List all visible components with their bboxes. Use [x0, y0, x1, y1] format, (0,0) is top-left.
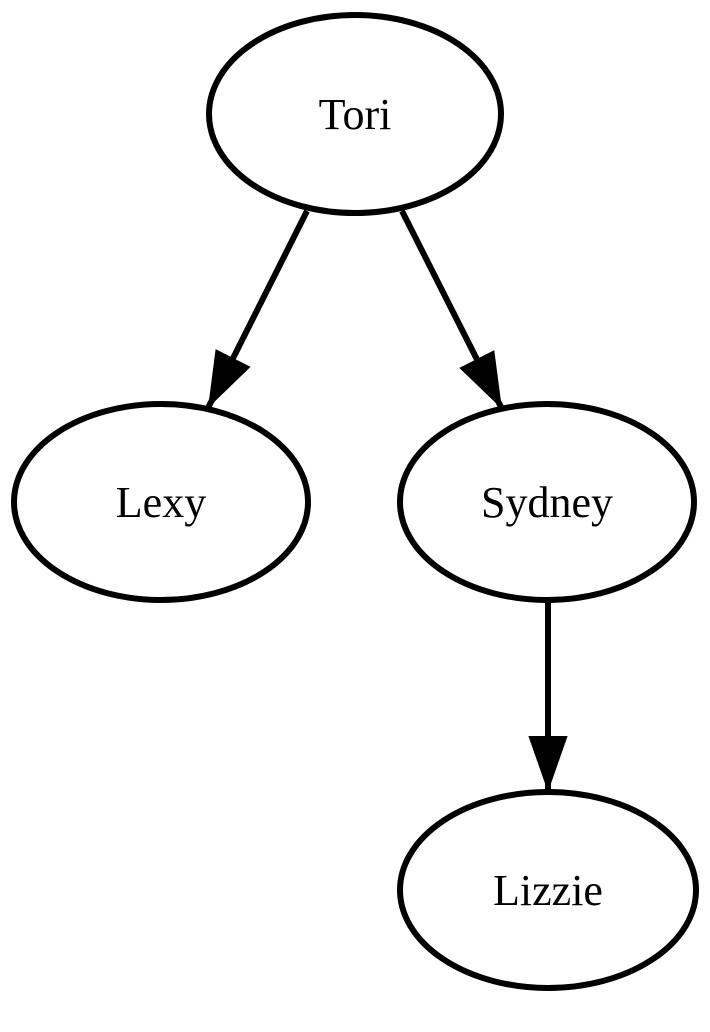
node-label: Tori [319, 90, 392, 139]
node-label: Lexy [116, 478, 206, 527]
node-ellipse [397, 401, 697, 603]
edge-line [205, 209, 310, 410]
node-lexy: Lexy [11, 401, 311, 603]
node-sydney: Sydney [397, 401, 697, 603]
node-ellipse [397, 789, 699, 991]
node-tori: Tori [206, 12, 504, 216]
node-ellipse [206, 12, 504, 216]
node-ellipse [11, 401, 311, 603]
node-lizzie: Lizzie [397, 789, 699, 991]
edge-tori-sydney [399, 209, 505, 411]
edge-tori-lexy [205, 209, 310, 410]
node-label: Sydney [481, 478, 613, 527]
edge-line [399, 209, 505, 411]
node-label: Lizzie [493, 866, 603, 915]
